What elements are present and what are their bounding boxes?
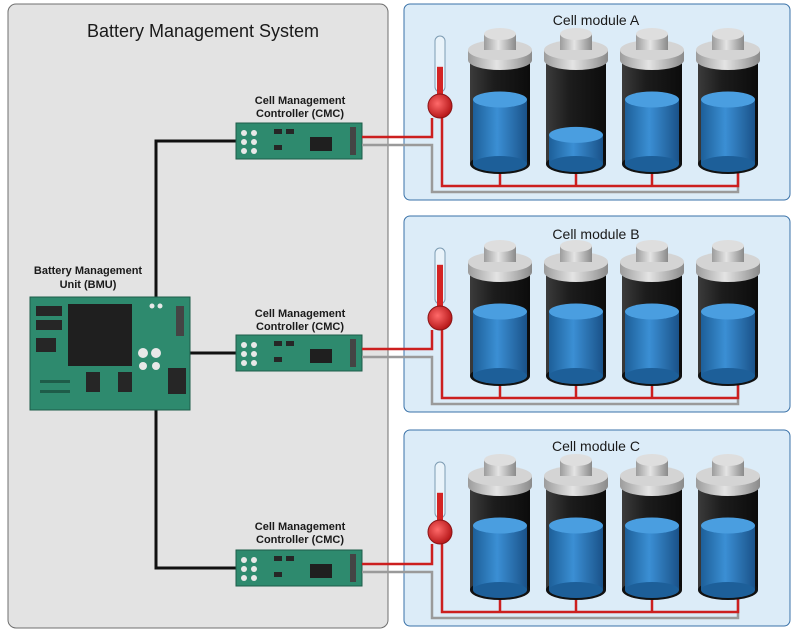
bms-title: Battery Management System (87, 21, 319, 41)
cmc-1-label-line1: Cell Management (255, 95, 346, 107)
sense-wiring-2 (362, 330, 740, 406)
thermometer-icon (427, 247, 453, 331)
bms-panel (7, 3, 389, 629)
cmc-board-2 (235, 334, 363, 372)
battery-cell-icon (544, 454, 608, 600)
battery-cell-icon (620, 28, 684, 174)
battery-cell-icon (544, 28, 608, 174)
battery-cell-icon (620, 454, 684, 600)
sense-wiring-3 (362, 544, 740, 620)
sense-wiring-1 (362, 118, 740, 194)
thermometer-icon (427, 35, 453, 119)
thermometer-icon (427, 461, 453, 545)
bmu-board (29, 296, 191, 411)
battery-cell-icon (468, 28, 532, 174)
communication-bus (154, 139, 236, 570)
battery-cell-icon (696, 454, 760, 600)
cmc-3-label-line2: Controller (CMC) (256, 534, 344, 546)
module-b-title: Cell module B (552, 226, 639, 242)
battery-cell-icon (468, 454, 532, 600)
cmc-1-label-line2: Controller (CMC) (256, 108, 344, 120)
battery-cell-icon (468, 240, 532, 386)
cmc-board-3 (235, 549, 363, 587)
module-a-title: Cell module A (553, 12, 640, 28)
battery-cell-icon (620, 240, 684, 386)
bmu-label-line2: Unit (BMU) (60, 279, 117, 291)
battery-cell-icon (544, 240, 608, 386)
bmu-label-line1: Battery Management (34, 265, 143, 277)
battery-cell-icon (696, 28, 760, 174)
cmc-board-1 (235, 122, 363, 160)
cmc-3-label-line1: Cell Management (255, 521, 346, 533)
battery-cell-icon (696, 240, 760, 386)
module-c-title: Cell module C (552, 438, 640, 454)
cmc-2-label-line1: Cell Management (255, 308, 346, 320)
cmc-2-label-line2: Controller (CMC) (256, 321, 344, 333)
